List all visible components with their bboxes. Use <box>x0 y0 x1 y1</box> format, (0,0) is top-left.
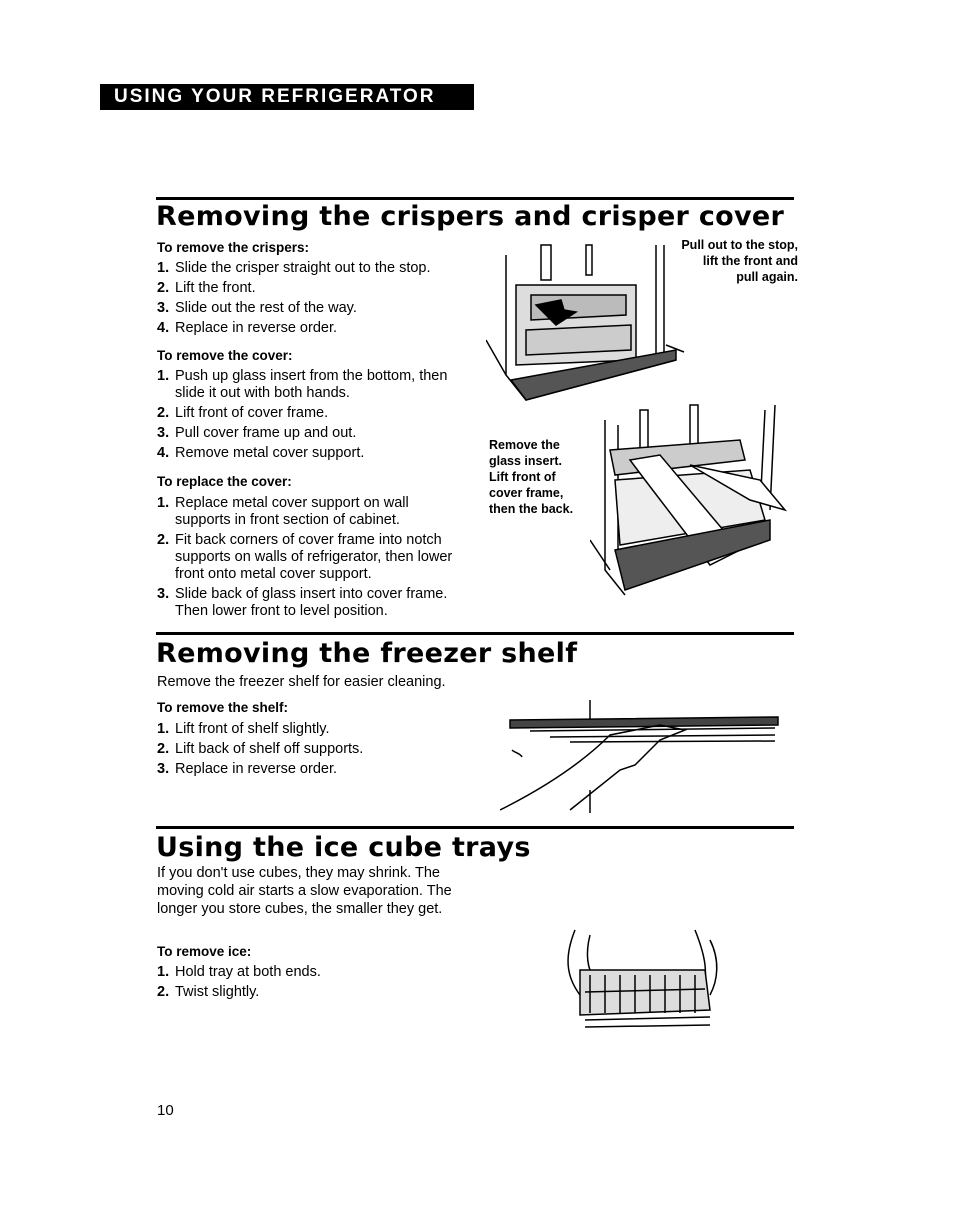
section-rule <box>156 826 794 829</box>
pull-out-caption: Pull out to the stop, lift the front and… <box>681 238 798 284</box>
list-item: 1.Replace metal cover support on wall su… <box>157 495 409 528</box>
list-item: 4.Replace in reverse order. <box>157 320 337 336</box>
replace-cover-steps: 1.Replace metal cover support on wall su… <box>157 495 467 623</box>
freezer-intro: Remove the freezer shelf for easier clea… <box>157 674 446 690</box>
list-item: 3.Pull cover frame up and out. <box>157 425 357 441</box>
section-rule <box>156 197 794 200</box>
remove-shelf-heading: To remove the shelf: <box>157 700 289 715</box>
remove-ice-heading: To remove ice: <box>157 944 252 959</box>
remove-crispers-steps: 1.Slide the crisper straight out to the … <box>157 260 457 340</box>
list-item: 3.Slide out the rest of the way. <box>157 300 357 316</box>
page-number: 10 <box>157 1102 174 1119</box>
remove-cover-heading: To remove the cover: <box>157 348 293 363</box>
crispers-title: Removing the crispers and crisper cover <box>156 201 785 232</box>
list-item: 2.Lift the front. <box>157 280 256 296</box>
remove-ice-steps: 1.Hold tray at both ends. 2.Twist slight… <box>157 964 457 1004</box>
freezer-shelf-illustration <box>500 700 779 813</box>
list-item: 2.Lift front of cover frame. <box>157 405 329 421</box>
list-item: 1.Slide the crisper straight out to the … <box>157 260 431 276</box>
list-item: 2.Twist slightly. <box>157 984 260 1000</box>
list-item: 1.Push up glass insert from the bottom, … <box>157 368 448 401</box>
list-item: 2.Fit back corners of cover frame into n… <box>157 532 453 582</box>
ice-title: Using the ice cube trays <box>156 832 531 863</box>
ice-tray-illustration <box>567 929 718 1028</box>
remove-glass-caption: Remove the glass insert. Lift front of c… <box>489 438 574 516</box>
list-item: 3.Slide back of glass insert into cover … <box>157 586 448 619</box>
list-item: 4.Remove metal cover support. <box>157 445 365 461</box>
remove-cover-steps: 1.Push up glass insert from the bottom, … <box>157 368 452 465</box>
list-item: 3.Replace in reverse order. <box>157 761 337 777</box>
freezer-title: Removing the freezer shelf <box>156 638 578 669</box>
remove-shelf-steps: 1.Lift front of shelf slightly. 2.Lift b… <box>157 721 457 781</box>
list-item: 1.Lift front of shelf slightly. <box>157 721 330 737</box>
remove-crispers-heading: To remove the crispers: <box>157 240 310 255</box>
ice-intro: If you don't use cubes, they may shrink.… <box>157 865 452 917</box>
section-rule <box>156 632 794 635</box>
section-banner: USING YOUR REFRIGERATOR <box>100 84 474 110</box>
crisper-illustration <box>486 244 685 401</box>
replace-cover-heading: To replace the cover: <box>157 474 292 489</box>
glass-insert-illustration <box>590 404 788 596</box>
list-item: 1.Hold tray at both ends. <box>157 964 321 980</box>
list-item: 2.Lift back of shelf off supports. <box>157 741 364 757</box>
